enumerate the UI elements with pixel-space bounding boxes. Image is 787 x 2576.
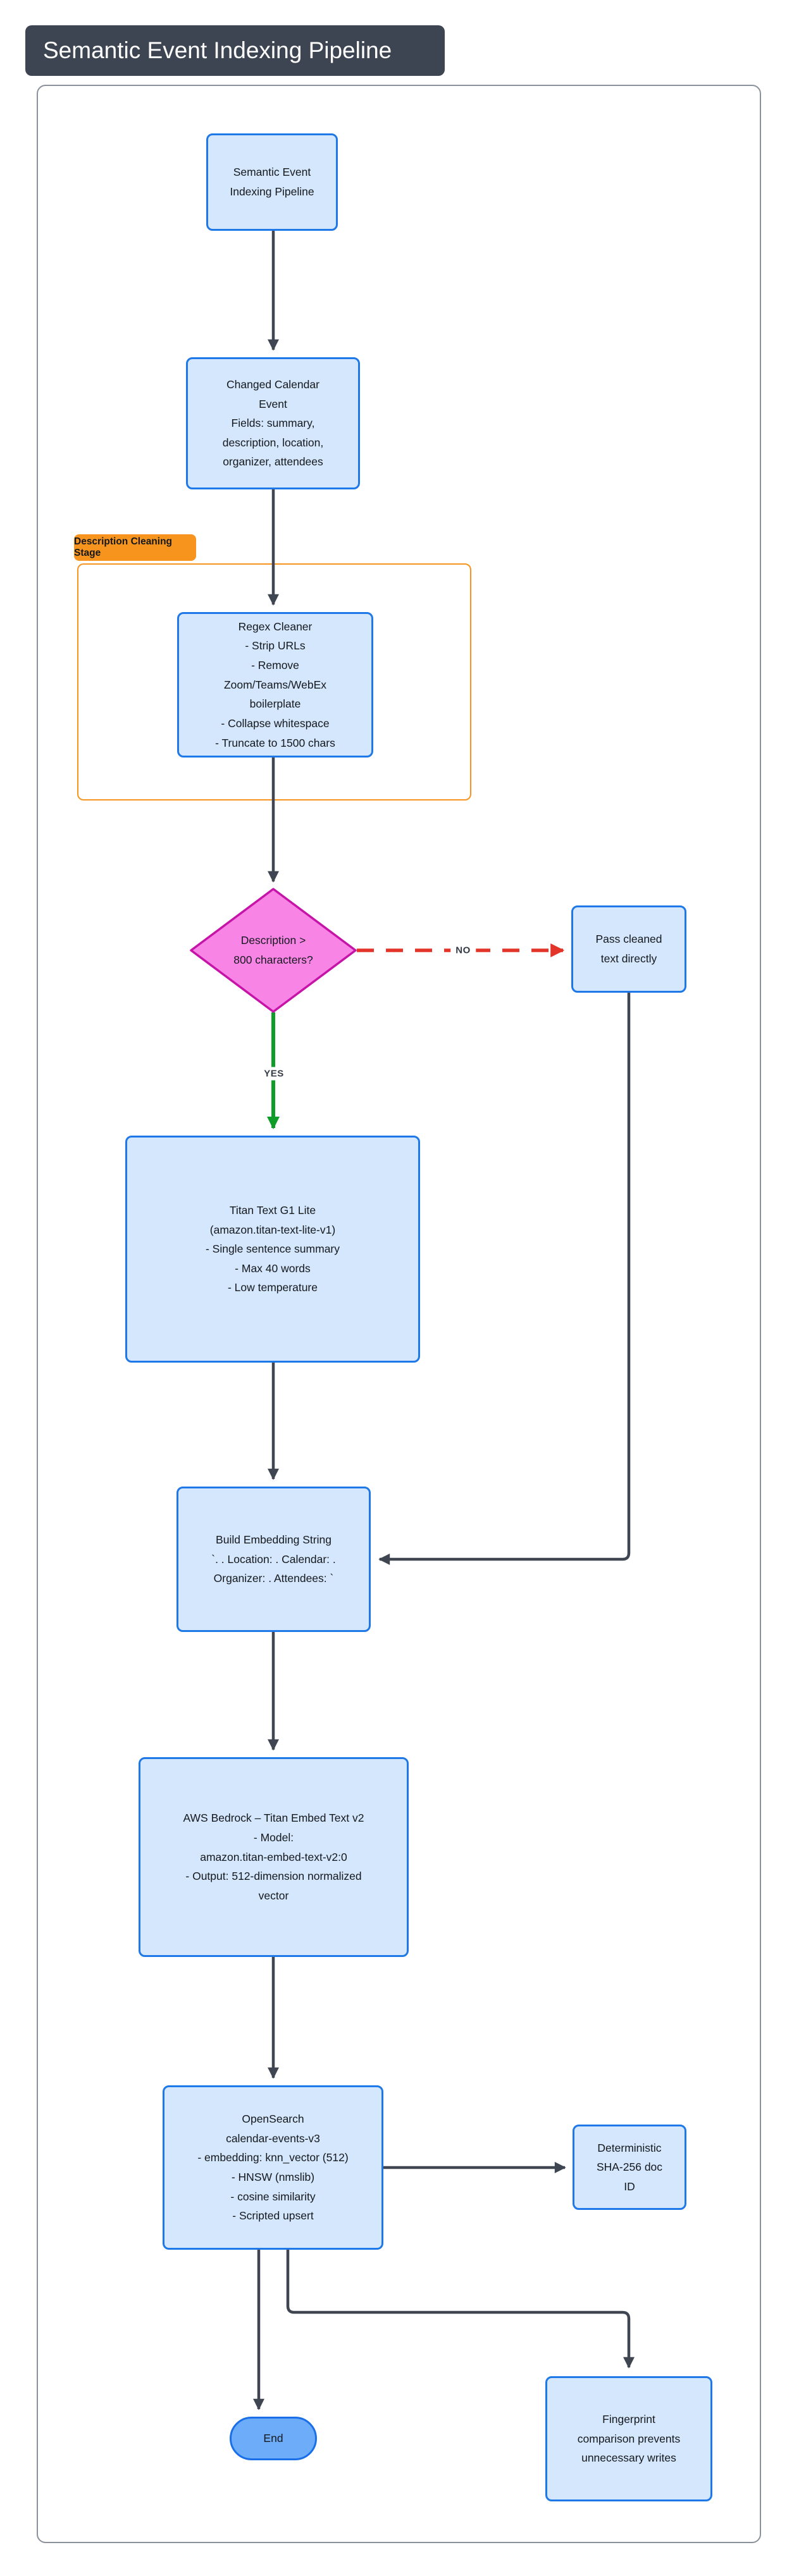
- node-build-embedding-string: Build Embedding String `. . Location: . …: [177, 1487, 371, 1632]
- node-decision-description-length: Description > 800 characters?: [233, 934, 313, 966]
- edge-label-yes: YES: [259, 1067, 289, 1081]
- node-regex-cleaner: Regex Cleaner - Strip URLs - Remove Zoom…: [177, 612, 373, 757]
- page-title: Semantic Event Indexing Pipeline: [25, 25, 445, 76]
- subgraph-label: Description Cleaning Stage: [74, 534, 196, 561]
- node-end: End: [230, 2417, 317, 2460]
- edge-label-no: NO: [450, 943, 476, 957]
- node-changed-calendar-event: Changed Calendar Event Fields: summary, …: [186, 357, 360, 489]
- edge-pass-to-build: [378, 993, 631, 1565]
- edge-opensearch-to-fingerprint: [286, 2250, 635, 2369]
- node-sha256-doc-id: Deterministic SHA-256 doc ID: [573, 2125, 686, 2210]
- node-aws-bedrock-titan-embed: AWS Bedrock – Titan Embed Text v2 - Mode…: [139, 1757, 409, 1957]
- node-fingerprint-note: Fingerprint comparison prevents unnecess…: [545, 2376, 712, 2501]
- node-semantic-event-indexing-pipeline: Semantic Event Indexing Pipeline: [206, 133, 338, 231]
- node-titan-text-g1-lite: Titan Text G1 Lite (amazon.titan-text-li…: [125, 1136, 420, 1363]
- node-pass-cleaned-text: Pass cleaned text directly: [571, 905, 686, 993]
- node-opensearch-index: OpenSearch calendar-events-v3 - embeddin…: [163, 2085, 383, 2250]
- decision-diamond: [190, 888, 357, 1013]
